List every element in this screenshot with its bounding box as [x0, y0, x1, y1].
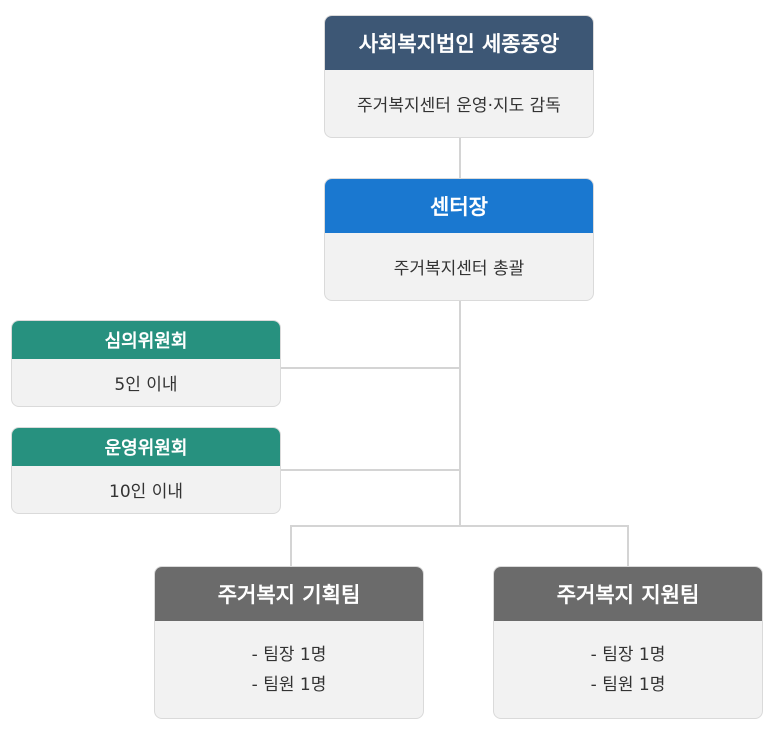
- team-box-planning: 주거복지 기획팀 - 팀장 1명 - 팀원 1명: [154, 566, 424, 719]
- director-title: 센터장: [325, 179, 593, 233]
- foundation-title: 사회복지법인 세종중앙: [325, 16, 593, 70]
- connector-foundation-director: [459, 138, 461, 178]
- team-member-line: - 팀원 1명: [590, 674, 666, 695]
- connector-team-2: [627, 525, 629, 567]
- connector-committee-1: [281, 367, 460, 369]
- team-member-line: - 팀장 1명: [590, 644, 666, 665]
- committee-title: 운영위원회: [12, 428, 280, 466]
- connector-team-1: [290, 525, 292, 567]
- team-members: - 팀장 1명 - 팀원 1명: [494, 621, 762, 718]
- team-members: - 팀장 1명 - 팀원 1명: [155, 621, 423, 718]
- committee-desc: 5인 이내: [114, 375, 178, 395]
- team-member-line: - 팀원 1명: [251, 674, 327, 695]
- team-box-support: 주거복지 지원팀 - 팀장 1명 - 팀원 1명: [493, 566, 763, 719]
- committee-box-review: 심의위원회 5인 이내: [11, 320, 281, 407]
- committee-box-operation: 운영위원회 10인 이내: [11, 427, 281, 514]
- connector-committee-2: [281, 469, 460, 471]
- director-box: 센터장 주거복지센터 총괄: [324, 178, 594, 301]
- team-member-line: - 팀장 1명: [251, 644, 327, 665]
- director-desc: 주거복지센터 총괄: [393, 259, 525, 279]
- foundation-box: 사회복지법인 세종중앙 주거복지센터 운영·지도 감독: [324, 15, 594, 138]
- committee-title: 심의위원회: [12, 321, 280, 359]
- team-title: 주거복지 기획팀: [155, 567, 423, 621]
- foundation-desc: 주거복지센터 운영·지도 감독: [357, 96, 561, 116]
- connector-main-trunk: [459, 301, 461, 526]
- connector-team-bar: [290, 525, 629, 527]
- committee-desc: 10인 이내: [109, 482, 183, 502]
- team-title: 주거복지 지원팀: [494, 567, 762, 621]
